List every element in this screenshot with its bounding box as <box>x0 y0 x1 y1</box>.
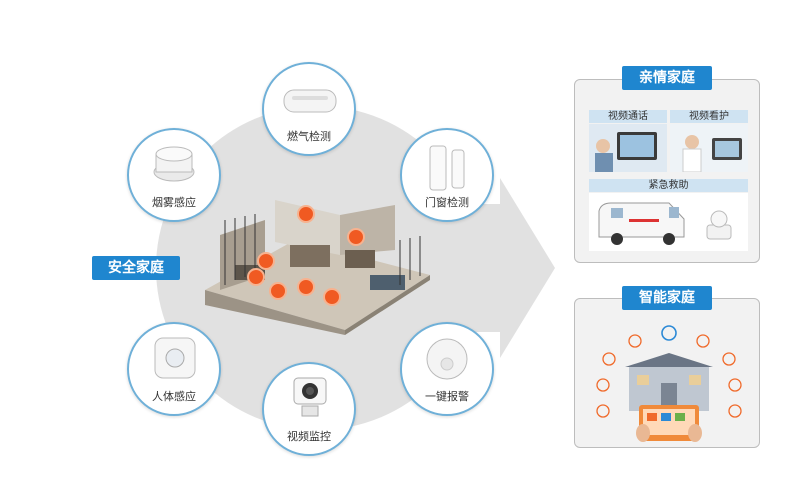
smart-home-illustration <box>596 325 742 442</box>
video-care-header: 视频看护 <box>670 110 748 123</box>
sensor-marker <box>247 268 265 286</box>
door-window-label: 门窗检测 <box>425 196 469 209</box>
video-monitor-node: 视频监控 <box>262 362 356 456</box>
emergency-header: 紧急救助 <box>589 179 748 192</box>
family-panel-title: 亲情家庭 <box>622 66 712 90</box>
smoke-detector-icon <box>153 146 195 182</box>
smart-home-panel-title: 智能家庭 <box>622 286 712 310</box>
sensor-marker <box>297 278 315 296</box>
smoke-sensor-label: 烟雾感应 <box>152 196 196 209</box>
sensor-marker <box>269 282 287 300</box>
alarm-button-icon <box>426 338 468 380</box>
gas-detector-icon <box>283 89 337 113</box>
safety-family-tag: 安全家庭 <box>92 256 180 280</box>
gas-detection-node: 燃气检测 <box>262 62 356 156</box>
smart-home-panel <box>574 298 760 448</box>
door-sensor-icon <box>429 145 465 191</box>
camera-icon <box>293 377 327 417</box>
family-panel: 视频通话 视频看护 紧急救助 <box>574 79 760 263</box>
sensor-marker <box>347 228 365 246</box>
sensor-marker <box>323 288 341 306</box>
smoke-sensor-node: 烟雾感应 <box>127 128 221 222</box>
emergency-photo <box>589 193 748 251</box>
sensor-marker <box>257 252 275 270</box>
video-call-header: 视频通话 <box>589 110 667 123</box>
video-call-photo <box>589 124 667 172</box>
door-window-node: 门窗检测 <box>400 128 494 222</box>
motion-sensor-label: 人体感应 <box>152 390 196 403</box>
video-care-photo <box>670 124 748 172</box>
video-monitor-label: 视频监控 <box>287 430 331 443</box>
motion-sensor-node: 人体感应 <box>127 322 221 416</box>
panic-button-label: 一键报警 <box>425 390 469 403</box>
motion-sensor-icon <box>154 337 196 379</box>
gas-detection-label: 燃气检测 <box>287 130 331 143</box>
panic-button-node: 一键报警 <box>400 322 494 416</box>
sensor-marker <box>297 205 315 223</box>
